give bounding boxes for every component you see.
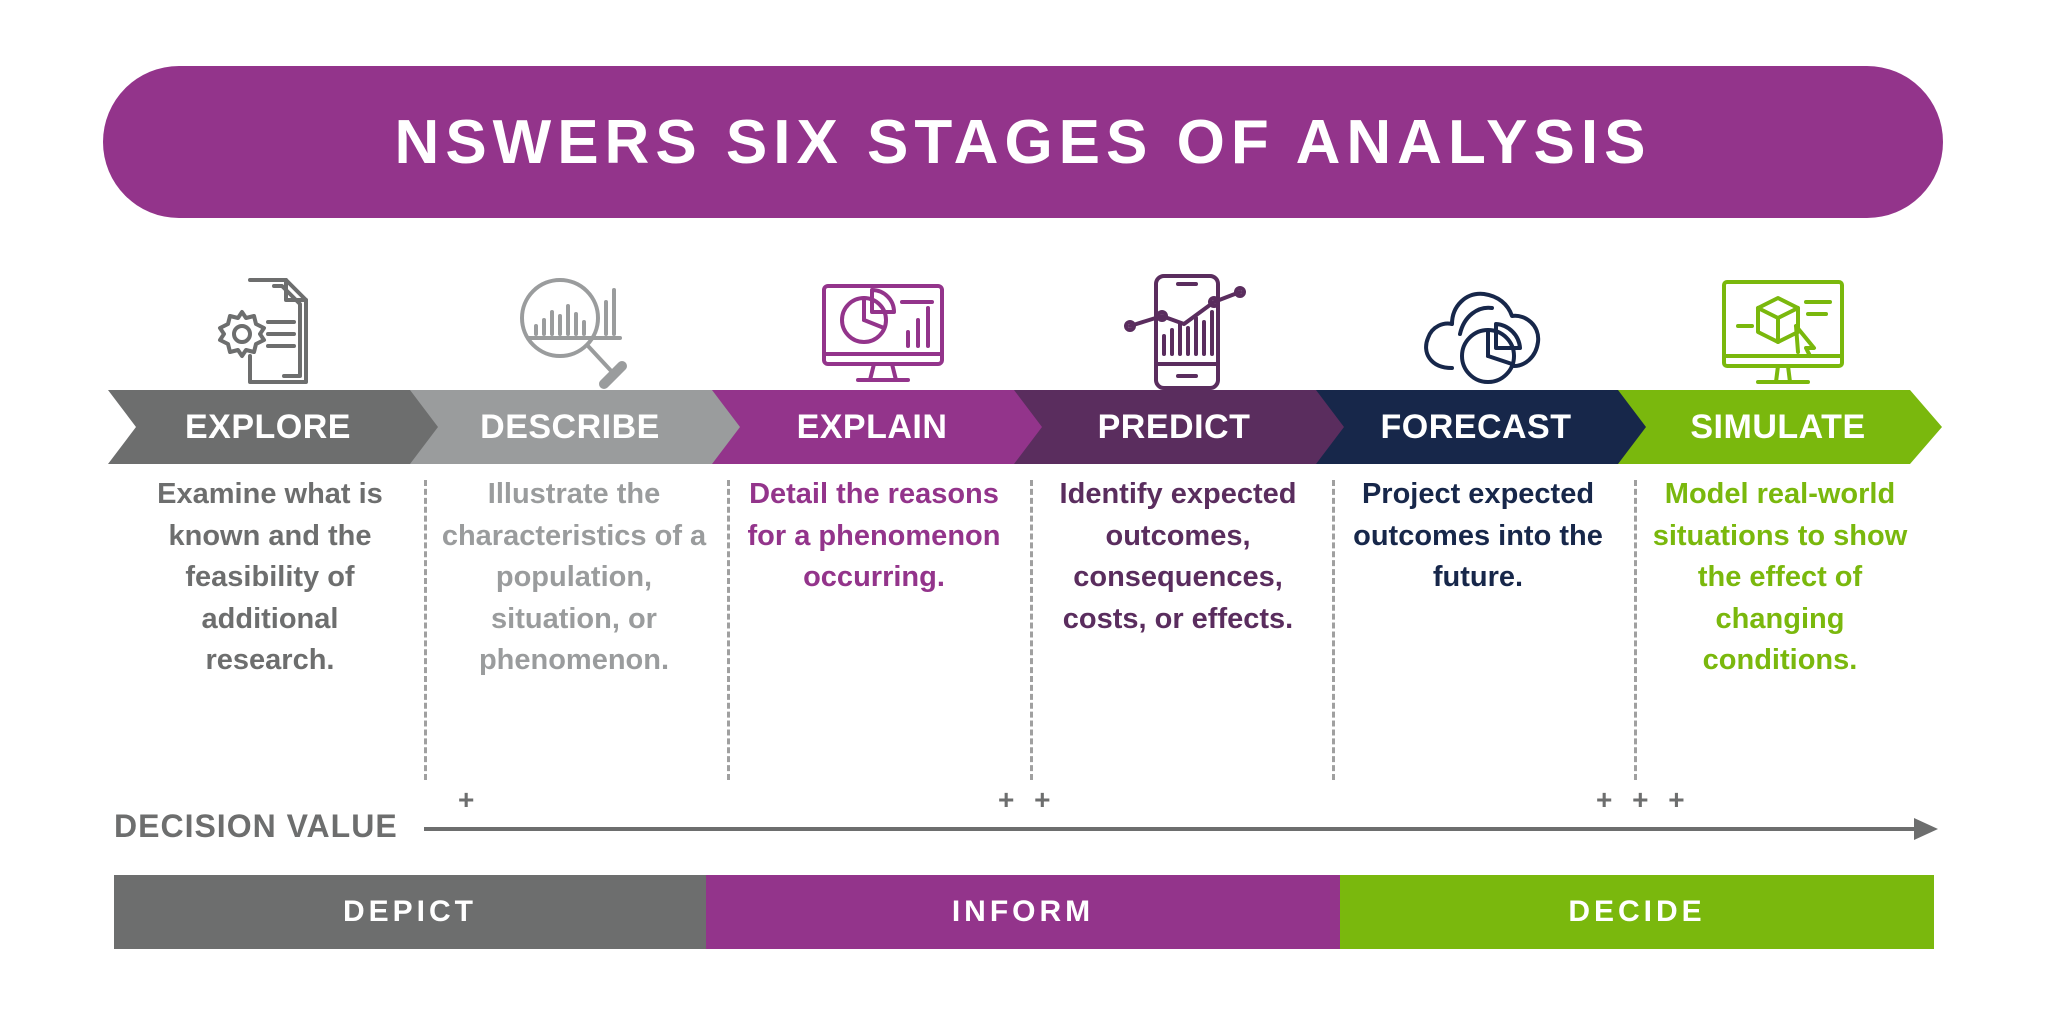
column-divider [1332,480,1335,780]
stage-label-predict: PREDICT [1097,407,1251,446]
monitor-charts-icon [818,272,948,392]
stage-description-explore: Examine what is known and the feasibilit… [157,478,383,676]
monitor-cube-icon [1718,272,1848,392]
stage-label-forecast: FORECAST [1380,407,1572,446]
decision-marker-medium: + + [998,784,1057,815]
stage-description-explain: Detail the reasons for a phenomenon occu… [747,478,1001,593]
stage-label-explain: EXPLAIN [796,407,948,446]
mobile-trend-icon [1120,272,1250,392]
predict-arrow [1014,390,1346,464]
decision-value-arrow [424,818,1938,840]
decision-value-label: DECISION VALUE [114,808,398,844]
band-inform: INFORM [706,875,1340,949]
column-divider [424,480,427,780]
stage-description-describe: Illustrate the characteristics of a popu… [441,478,707,676]
title-banner: NSWERS SIX STAGES OF ANALYSIS [103,66,1943,218]
stage-description-forecast: Project expected outcomes into the futur… [1353,478,1603,593]
stage-label-simulate: SIMULATE [1690,407,1866,446]
stage-arrows [108,390,1942,464]
decision-marker-low: + [458,784,481,815]
stage-description-simulate: Model real-world situations to show the … [1652,478,1908,676]
simulate-arrow [1618,390,1942,464]
explore-arrow [108,390,440,464]
stage-description-predict: Identify expected outcomes, consequences… [1059,478,1297,635]
stage-label-describe: DESCRIBE [480,407,660,446]
decision-marker-high: + + + [1596,784,1691,815]
forecast-arrow [1316,390,1648,464]
gear-document-icon [202,272,332,392]
describe-arrow [410,390,742,464]
magnifier-chart-icon [508,272,638,392]
column-divider [727,480,730,780]
column-divider [1634,480,1637,780]
column-divider [1030,480,1033,780]
stage-label-explore: EXPLORE [185,407,351,446]
band-decide: DECIDE [1340,875,1934,949]
band-depict: DEPICT [114,875,706,949]
cloud-pie-icon [1416,272,1546,392]
explain-arrow [712,390,1044,464]
page-title: NSWERS SIX STAGES OF ANALYSIS [394,107,1652,177]
